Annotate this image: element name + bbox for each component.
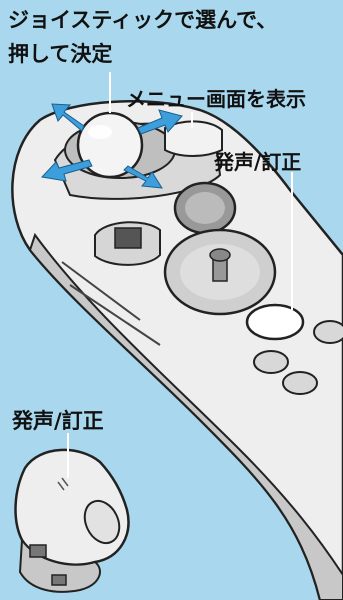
remote-button-3[interactable]: [313, 320, 343, 344]
remote-side: [28, 232, 343, 600]
label-voice-correct: 発声/訂正: [214, 150, 302, 174]
label-menu-display: メニュー画面を表示: [126, 87, 306, 111]
label-voice-correct-small: 発声/訂正: [12, 409, 104, 433]
main-remote: [11, 72, 343, 600]
voice-correct-button[interactable]: [245, 303, 305, 341]
remote-button-1[interactable]: [253, 350, 289, 374]
remote-button-2[interactable]: [282, 371, 318, 395]
label-joystick-line1: ジョイスティックで選んで、: [8, 8, 278, 32]
menu-button[interactable]: [164, 120, 223, 157]
label-joystick-line2: 押して決定: [8, 42, 113, 66]
small-remote: [14, 433, 130, 593]
small-remote-side: [18, 536, 101, 593]
small-voice-button[interactable]: [78, 495, 126, 548]
four-way-arrow-icon: [40, 103, 183, 189]
